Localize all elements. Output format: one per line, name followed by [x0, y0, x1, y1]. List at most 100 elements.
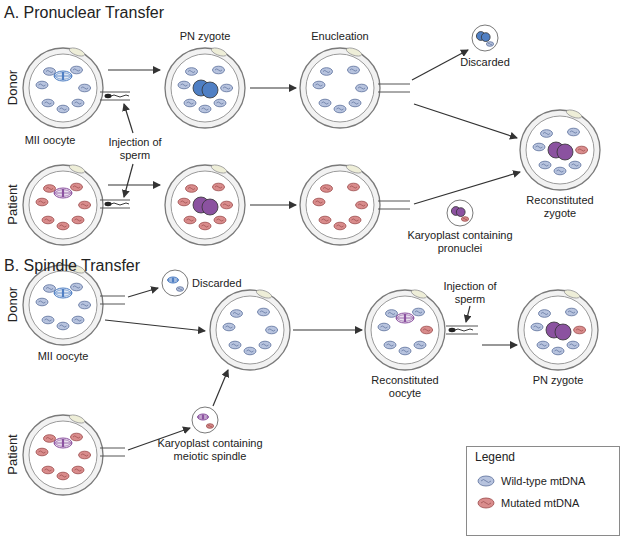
zona-pellucida — [165, 165, 245, 245]
mtdna-strand — [75, 219, 82, 221]
mtdna — [486, 42, 493, 47]
micropipette — [100, 208, 130, 209]
mtdna — [539, 161, 551, 169]
sperm-head — [105, 202, 112, 206]
mtdna — [79, 201, 91, 209]
mtdna — [567, 341, 579, 349]
polar-body — [68, 163, 85, 174]
mtdna-strand — [481, 480, 491, 483]
mtdna-strand — [316, 201, 323, 203]
step-label: Reconstituted oocyte — [360, 374, 450, 400]
pronucleus — [481, 33, 490, 42]
mtdna — [44, 68, 56, 76]
mtdna — [539, 310, 551, 318]
row-label: Patient — [6, 420, 19, 490]
mtdna — [319, 216, 331, 224]
mtdna-strand — [215, 69, 222, 71]
polar-body — [345, 46, 362, 57]
mtdna — [221, 201, 233, 209]
legend-label: Wild-type mtDNA — [501, 475, 585, 488]
mtdna — [313, 81, 325, 89]
mtdna — [178, 81, 190, 89]
mtdna-strand — [415, 311, 422, 313]
mtdna — [42, 316, 54, 324]
pronucleus — [202, 199, 218, 215]
process-arrow — [466, 306, 470, 322]
mtdna-strand — [402, 350, 409, 352]
mtdna — [184, 216, 196, 224]
micropipette — [446, 326, 478, 327]
mtdna-strand — [323, 187, 330, 189]
polar-body — [210, 46, 227, 57]
cell — [23, 263, 103, 345]
chromosomes — [62, 72, 64, 80]
mtdna — [414, 341, 426, 349]
mtdna-strand — [268, 329, 275, 331]
micropipette — [100, 200, 130, 201]
panel-heading: A. Pronuclear Transfer — [4, 3, 264, 22]
mtdna-strand — [557, 170, 564, 172]
mtdna — [574, 326, 586, 334]
mtdna-strand — [181, 201, 188, 203]
row-label: Donor — [6, 270, 19, 340]
legend-swatch-frame — [475, 474, 497, 488]
mtdna-strand — [262, 344, 269, 346]
cytoplasm — [371, 296, 439, 364]
legend-title: Legend — [475, 451, 611, 464]
karyoplast-membrane — [447, 200, 473, 226]
cytoplasm — [526, 116, 594, 184]
mtdna — [176, 287, 183, 292]
polar-body — [565, 108, 582, 119]
mtdna — [258, 308, 270, 316]
zona-pellucida — [23, 165, 103, 245]
mtdna — [79, 451, 91, 459]
spindle-fiber — [396, 315, 414, 322]
mtdna-strand — [188, 187, 195, 189]
pronucleus — [557, 144, 573, 160]
sperm-head — [105, 94, 112, 98]
meiotic-spindle — [54, 288, 72, 298]
zona-pellucida — [520, 110, 600, 190]
legend-entry: Mutated mtDNA — [475, 492, 611, 514]
mtdna — [42, 99, 54, 107]
mtdna — [421, 326, 433, 334]
mtdna — [186, 68, 198, 76]
mtdna — [461, 217, 468, 222]
polar-body — [255, 288, 272, 299]
mtdna — [334, 222, 346, 230]
mtdna-strand — [208, 425, 212, 426]
sperm-tail — [455, 329, 473, 331]
process-arrow — [414, 104, 517, 138]
mtdna-strand — [187, 219, 194, 221]
process-arrow — [124, 104, 133, 133]
cytoplasm — [306, 54, 374, 122]
zona-pellucida — [518, 290, 598, 370]
karyoplast — [162, 270, 188, 296]
zona-pellucida — [23, 48, 103, 128]
cell — [165, 46, 245, 128]
mtdna — [334, 105, 346, 113]
zona-pellucida — [300, 48, 380, 128]
spindle-fiber — [54, 440, 72, 447]
mtdna — [386, 310, 398, 318]
mtdna-strand — [45, 219, 52, 221]
mtdna-strand — [233, 312, 240, 314]
mtdna-strand — [540, 344, 547, 346]
row-label: Patient — [6, 170, 19, 240]
process-arrow — [124, 164, 133, 197]
zona-pellucida — [23, 265, 103, 345]
cell — [165, 163, 245, 245]
mtdna — [541, 130, 553, 138]
pronucleus — [202, 82, 218, 98]
cell — [300, 163, 380, 245]
mtdna — [213, 183, 225, 191]
zona-pellucida — [165, 48, 245, 128]
step-label: PN zygote — [518, 374, 598, 387]
cytoplasm — [29, 171, 97, 239]
mtdna-strand — [60, 475, 67, 477]
cytoplasm — [29, 271, 97, 339]
mtdna-strand — [260, 311, 267, 313]
mtdna-strand — [39, 84, 46, 86]
karyoplast-membrane — [162, 270, 188, 296]
mtdna-strand — [536, 146, 543, 148]
